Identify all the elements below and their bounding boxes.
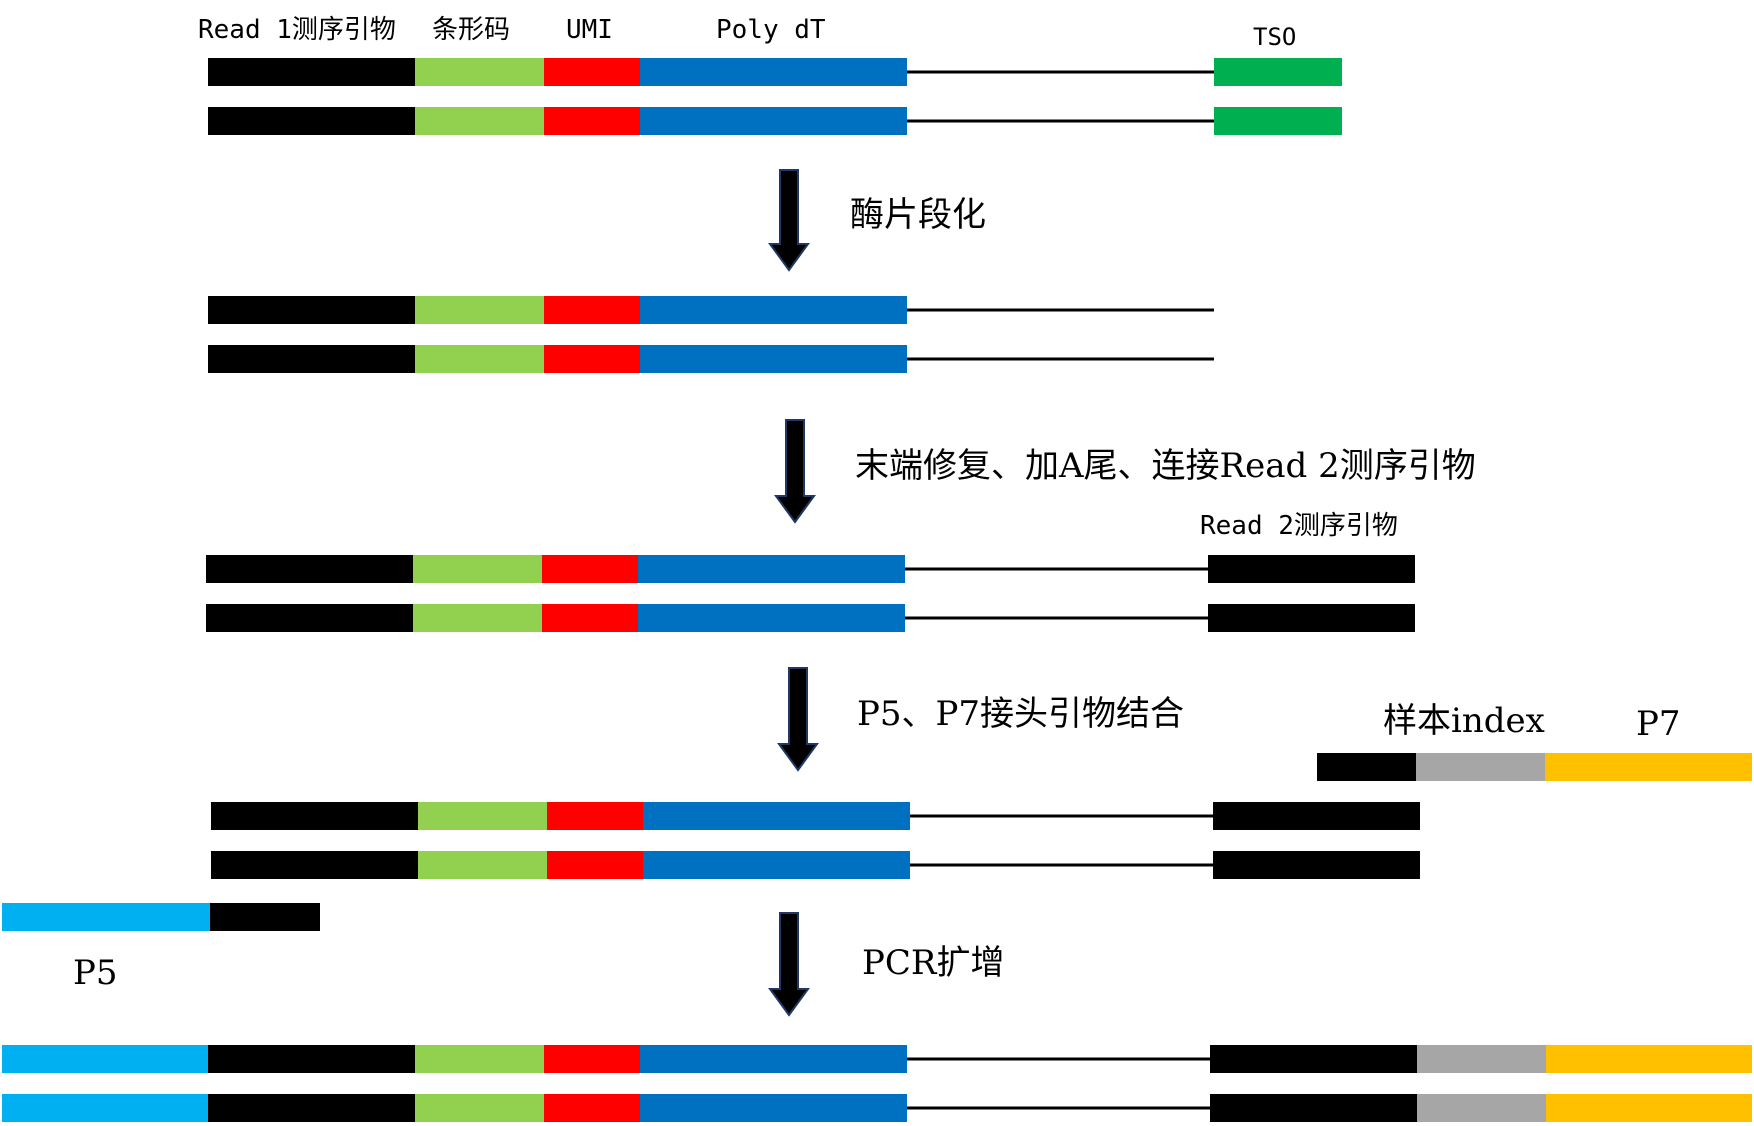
down-arrow-icon-1 [768,169,810,272]
strand-2-read1-segment [208,345,415,373]
label-barcode: 条形码 [432,15,510,45]
strand-2-umi-segment [544,107,640,135]
strand-1-p7-segment [1546,1045,1752,1073]
strand-1-read2-segment [1208,555,1415,583]
step-text-end-repair: 末端修复、加A尾、连接Read 2测序引物 [855,446,1476,486]
strand-2-index-segment [1417,1094,1546,1122]
step-text-adapter-binding: P5、P7接头引物结合 [857,694,1184,734]
strand-1-umi-segment [547,802,643,830]
step-text-fragmentation: 酶片段化 [850,195,986,235]
strand-2-umi-segment [542,604,638,632]
label-sample-index: 样本index [1383,701,1545,741]
p7-adapter-primer [1317,753,1752,781]
strand-2-read1-segment [208,107,415,135]
strand-2-read2-segment [1210,1094,1417,1122]
strand-2-polydt-segment [640,107,907,135]
strand-1-umi-segment [544,296,640,324]
strand-1-read1-segment [211,802,418,830]
strand-1-barcode-segment [415,1045,544,1073]
strand-1-polydt-segment [640,58,907,86]
strand-1-barcode-segment [415,58,544,86]
p5-primer-p5-segment [2,903,210,931]
strand-2-polydt-segment [643,851,910,879]
strand-1-tso-segment [1214,58,1342,86]
strand-1-barcode-segment [413,555,542,583]
p7-primer-read2-segment [1317,753,1416,781]
strand-2-read1-segment [206,604,413,632]
strand-1-polydt-segment [640,296,907,324]
strand-1-read2-segment [1213,802,1420,830]
label-p5: P5 [73,953,118,993]
p7-primer-index-segment [1416,753,1545,781]
strand-2-barcode-segment [418,851,547,879]
strand-1-read1-segment [208,296,415,324]
step-arrows [768,169,819,1017]
strand-2-barcode-segment [415,107,544,135]
strand-2-p7-segment [1546,1094,1752,1122]
strand-1-read1-segment [206,555,413,583]
strand-2-umi-segment [544,1094,640,1122]
down-arrow-icon-3 [777,667,819,772]
strand-2-read1-segment [208,1094,415,1122]
stage-cdna-with-tso [208,58,1342,135]
strand-1-barcode-segment [418,802,547,830]
strand-1-polydt-segment [640,1045,907,1073]
strand-2-read1-segment [211,851,418,879]
label-read1: Read 1测序引物 [198,15,396,45]
strand-1-read2-segment [1210,1045,1417,1073]
stage-pcr-product [2,1045,1752,1122]
p5-primer-read1-segment [210,903,320,931]
strand-2-polydt-segment [640,345,907,373]
strand-1-polydt-segment [643,802,910,830]
strand-2-barcode-segment [415,345,544,373]
step-text-pcr: PCR扩增 [862,943,1005,983]
label-polydt: Poly dT [716,15,826,45]
strand-2-umi-segment [544,345,640,373]
label-p7: P7 [1636,704,1681,744]
label-tso: TSO [1253,23,1296,51]
down-arrow-icon-2 [774,419,816,524]
strand-2-p5-segment [2,1094,210,1122]
strand-2-barcode-segment [413,604,542,632]
strand-1-barcode-segment [415,296,544,324]
strand-2-polydt-segment [638,604,905,632]
strand-2-read2-segment [1208,604,1415,632]
strand-2-umi-segment [547,851,643,879]
strand-1-umi-segment [542,555,638,583]
strand-1-p5-segment [2,1045,210,1073]
strand-2-read2-segment [1213,851,1420,879]
strand-1-read1-segment [208,1045,415,1073]
label-umi: UMI [566,15,613,45]
strand-1-umi-segment [544,1045,640,1073]
down-arrow-icon-4 [768,912,810,1017]
stage-fragmented [208,296,1214,373]
label-read2: Read 2测序引物 [1200,511,1398,541]
strand-1-polydt-segment [638,555,905,583]
strand-1-index-segment [1417,1045,1546,1073]
stage-adapter-binding [211,802,1420,879]
strand-1-read1-segment [208,58,415,86]
strand-2-tso-segment [1214,107,1342,135]
stage-read2-ligated [206,555,1415,632]
strand-2-polydt-segment [640,1094,907,1122]
p5-adapter-primer [2,903,320,931]
strand-2-barcode-segment [415,1094,544,1122]
p7-primer-p7-segment [1545,753,1752,781]
strand-1-umi-segment [544,58,640,86]
